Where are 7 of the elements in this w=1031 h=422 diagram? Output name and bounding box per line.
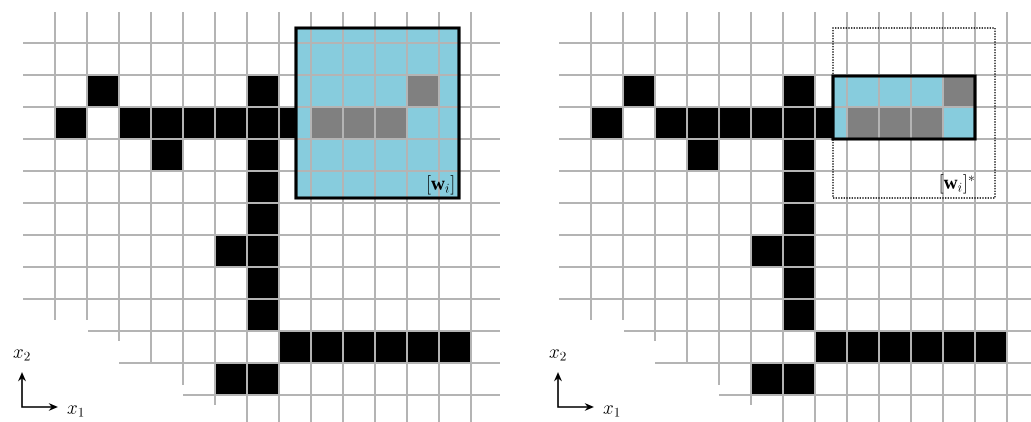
- window-box: $[\mathbf{w}_i]$: [294, 26, 461, 200]
- axis-label: $x_2$: [549, 349, 566, 361]
- axis-label: $x_2$: [13, 349, 30, 361]
- window-box: [831, 74, 977, 141]
- search-region-box: $[\mathbf{w}_i]^*$: [832, 27, 996, 199]
- axis-label: $x_1$: [603, 405, 620, 417]
- axis-label: $x_1$: [67, 405, 84, 417]
